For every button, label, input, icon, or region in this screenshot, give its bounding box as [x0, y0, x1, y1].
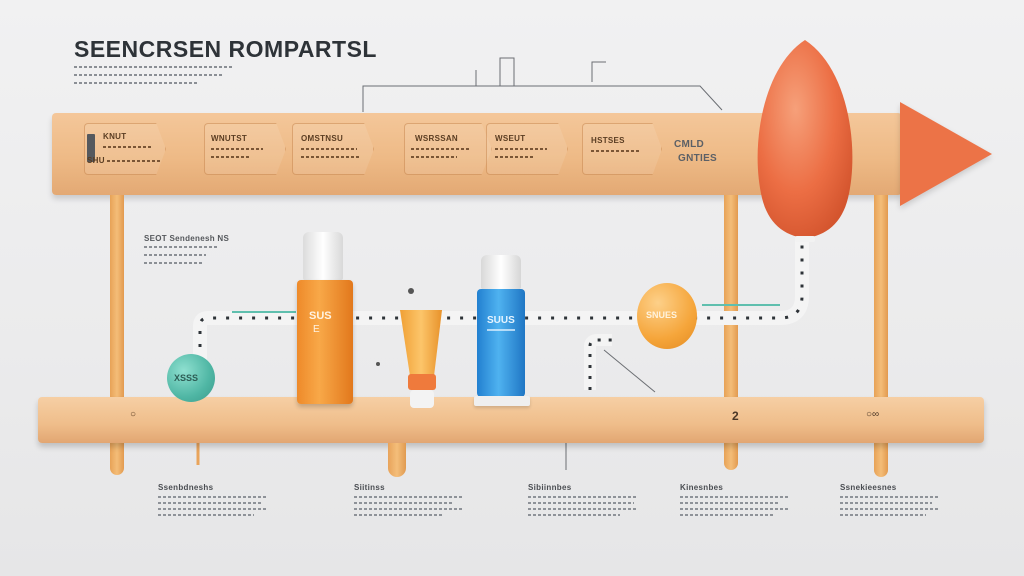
support-peg	[388, 443, 406, 477]
bottle-cap	[303, 232, 343, 280]
orange-ball: SNUES	[637, 283, 697, 349]
arrow-head-icon	[900, 102, 992, 206]
tab-sublabel: SHU	[87, 156, 105, 165]
timeline-tab: WNUTST	[204, 123, 286, 175]
bottle-label: SUS	[309, 310, 332, 322]
tab-label: WSRSSAN	[415, 134, 458, 143]
subtitle-line	[74, 82, 198, 84]
subtitle-line	[74, 74, 224, 76]
teal-ball: XSSS	[167, 354, 215, 402]
subtitle-line	[74, 66, 234, 68]
page-title: SEENCRSEN ROMPARTSL	[74, 36, 377, 62]
link-icon: ○∞	[866, 409, 880, 420]
ball-label: SNUES	[646, 310, 678, 320]
caption-title: Ssnekieesnes	[840, 483, 897, 492]
tab-label: HSTSES	[591, 136, 625, 145]
bottle-base	[474, 396, 530, 406]
tab-label: KNUT	[103, 132, 127, 141]
balloon-icon	[757, 40, 853, 242]
bottle-label: SUUS	[487, 315, 515, 326]
ball-label: XSSS	[174, 373, 199, 383]
timeline-tab: WSEUT	[486, 123, 568, 175]
orange-sunscreen-bottle: SUS E	[297, 280, 353, 404]
timeline-tab: WSRSSAN	[404, 123, 492, 175]
orange-tube-icon	[400, 310, 442, 408]
timeline-tab: KNUT SHU	[84, 123, 166, 175]
caption-text	[840, 496, 940, 520]
side-note: SEOT Sendenesh NS	[144, 234, 230, 243]
tab-marker-icon	[87, 134, 95, 162]
end-label: GNTIES	[678, 153, 718, 164]
caption-text	[528, 496, 638, 520]
tab-label: WNUTST	[211, 134, 248, 143]
bottle-cap	[481, 255, 521, 289]
caption-text	[354, 496, 464, 520]
timeline-tab: OMSTNSU	[292, 123, 374, 175]
caption-title: Siitinss	[354, 483, 385, 492]
caption-title: Sibiinnbes	[528, 483, 572, 492]
bottle-sublabel: E	[313, 324, 320, 335]
tab-label: OMSTNSU	[301, 134, 344, 143]
caption-text	[158, 496, 268, 520]
timeline-tab: HSTSES	[582, 123, 662, 175]
tab-label: WSEUT	[495, 134, 526, 143]
end-label: CMLD	[674, 139, 705, 150]
caption-title: Ssenbdneshs	[158, 483, 214, 492]
caption-title: Kinesnbes	[680, 483, 724, 492]
lock-icon: ○	[130, 409, 137, 420]
blue-sunscreen-bottle: SUUS	[477, 289, 525, 397]
step-number: 2	[732, 409, 739, 423]
caption-text	[680, 496, 790, 520]
